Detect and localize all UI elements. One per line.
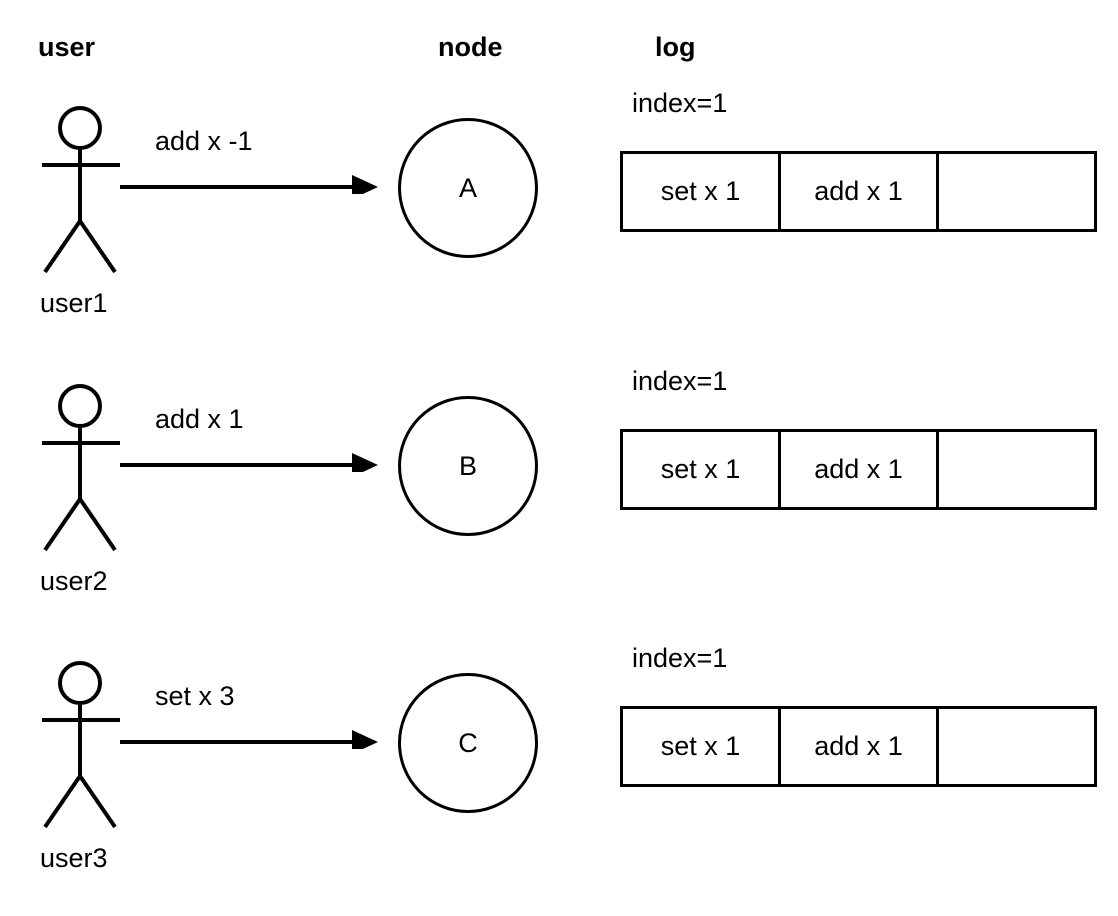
node-letter: B <box>458 450 477 481</box>
message-arrow-icon <box>118 448 380 472</box>
node-letter: C <box>458 727 478 758</box>
column-header-node: node <box>438 32 503 62</box>
actor-label: user1 <box>40 288 108 318</box>
actor-label: user3 <box>40 843 108 873</box>
log-index-label: index=1 <box>632 643 728 673</box>
node-circle: A <box>398 118 538 258</box>
diagram-row: user2 add x 1 B index=1 set x 1 add x 1 <box>0 368 1118 614</box>
node-letter: A <box>458 172 477 203</box>
message-label: add x -1 <box>155 126 253 156</box>
message-arrow-icon <box>118 725 380 749</box>
log-cell: set x 1 <box>623 432 781 507</box>
log-cell: set x 1 <box>623 709 781 784</box>
stick-figure-icon <box>28 374 138 556</box>
node-circle: C <box>398 673 538 813</box>
stick-figure-icon <box>28 96 138 278</box>
log-index-label: index=1 <box>632 366 728 396</box>
actor-label: user2 <box>40 566 108 596</box>
message-label: set x 3 <box>155 681 235 711</box>
diagram-row: user1 add x -1 A index=1 set x 1 add x 1 <box>0 90 1118 336</box>
message-arrow-icon <box>118 170 380 194</box>
log-cell: add x 1 <box>781 154 939 229</box>
log-cell: add x 1 <box>781 432 939 507</box>
node-circle: B <box>398 396 538 536</box>
log-index-label: index=1 <box>632 88 728 118</box>
message-label: add x 1 <box>155 404 244 434</box>
log-cell: add x 1 <box>781 709 939 784</box>
log-table: set x 1 add x 1 <box>620 706 1097 787</box>
log-table: set x 1 add x 1 <box>620 429 1097 510</box>
log-cell <box>939 432 1094 507</box>
column-header-log: log <box>655 32 696 62</box>
log-cell <box>939 709 1094 784</box>
column-header-user: user <box>38 32 96 62</box>
log-cell <box>939 154 1094 229</box>
stick-figure-icon <box>28 651 138 833</box>
log-cell: set x 1 <box>623 154 781 229</box>
log-table: set x 1 add x 1 <box>620 151 1097 232</box>
diagram-row: user3 set x 3 C index=1 set x 1 add x 1 <box>0 645 1118 891</box>
